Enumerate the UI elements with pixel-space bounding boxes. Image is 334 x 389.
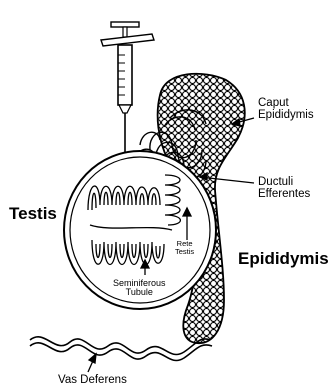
label-seminiferous-tubule: Seminiferous Tubule <box>113 279 166 298</box>
label-vas-deferens: Vas Deferens <box>58 374 127 386</box>
label-testis: Testis <box>9 205 57 223</box>
label-ductuli-efferentes: Ductuli Efferentes <box>258 176 310 200</box>
label-epididymis: Epididymis <box>238 250 329 268</box>
syringe-icon <box>101 22 154 168</box>
label-caput-epididymis: Caput Epididymis <box>258 97 314 121</box>
label-rete-testis: Rete Testis <box>175 240 194 256</box>
vas-deferens-shape <box>30 337 212 361</box>
